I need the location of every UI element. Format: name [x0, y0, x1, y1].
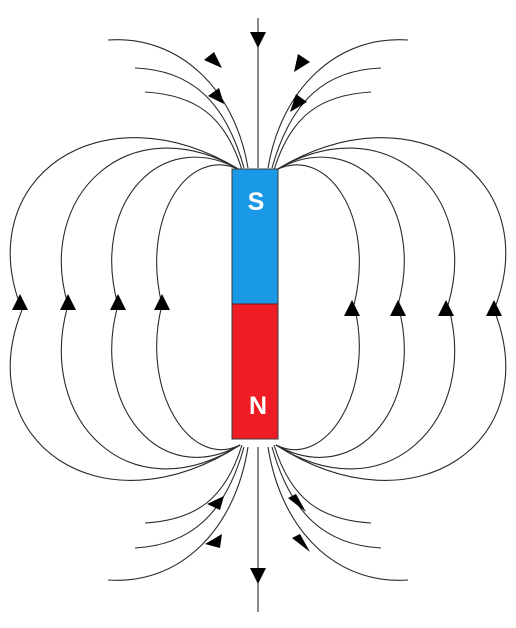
field-line-bottom-left-1	[107, 446, 249, 581]
south-pole-block	[232, 169, 278, 304]
arrow-top-right-1	[294, 54, 310, 72]
north-pole-block	[232, 304, 278, 439]
arrow-top-left-1	[204, 52, 222, 68]
field-line-top-left-1	[107, 39, 249, 169]
field-line-loop-left-3	[111, 156, 241, 458]
field-line-top-right-2	[271, 67, 382, 169]
arrow-up-left-1	[12, 294, 28, 310]
arrow-top-center	[250, 32, 266, 48]
field-line-top-left-3	[144, 91, 243, 171]
magnet-outline	[231, 168, 279, 440]
arrow-up-left-4	[154, 294, 170, 310]
field-line-loop-left-4	[156, 164, 241, 451]
field-line-bottom-right-3	[273, 444, 372, 524]
arrow-bottom-right-1	[288, 494, 306, 512]
arrow-bottom-center	[250, 568, 266, 584]
arrow-up-right-2	[390, 300, 406, 316]
field-line-loop-right-2	[275, 147, 456, 470]
field-line-top-right-3	[273, 91, 372, 171]
field-line-bottom-left-2	[134, 446, 245, 549]
arrow-bottom-left-1	[207, 496, 224, 510]
field-arrows	[12, 32, 502, 584]
north-pole-label: N	[249, 392, 267, 420]
arrow-bottom-right-2	[292, 534, 310, 552]
arrow-up-left-3	[110, 294, 126, 310]
bar-magnet: S N	[231, 168, 279, 440]
field-line-loop-right-1	[275, 137, 507, 481]
arrow-up-left-2	[60, 294, 76, 310]
field-line-loop-right-3	[275, 156, 405, 458]
field-line-bottom-right-1	[267, 446, 409, 581]
field-line-loop-right-4	[275, 164, 360, 451]
field-line-bottom-left-3	[144, 444, 243, 524]
field-line-bottom-right-2	[271, 446, 382, 549]
field-line-top-left-2	[134, 67, 245, 169]
arrow-up-right-3	[438, 300, 454, 316]
arrow-bottom-left-2	[205, 534, 222, 548]
arrow-up-right-1	[344, 300, 360, 316]
arrow-up-right-4	[486, 300, 502, 316]
south-pole-label: S	[248, 188, 265, 216]
arrow-top-right-2	[290, 94, 307, 112]
field-line-loop-left-2	[60, 147, 241, 470]
field-line-top-right-1	[267, 39, 409, 169]
arrow-top-left-2	[208, 88, 224, 104]
